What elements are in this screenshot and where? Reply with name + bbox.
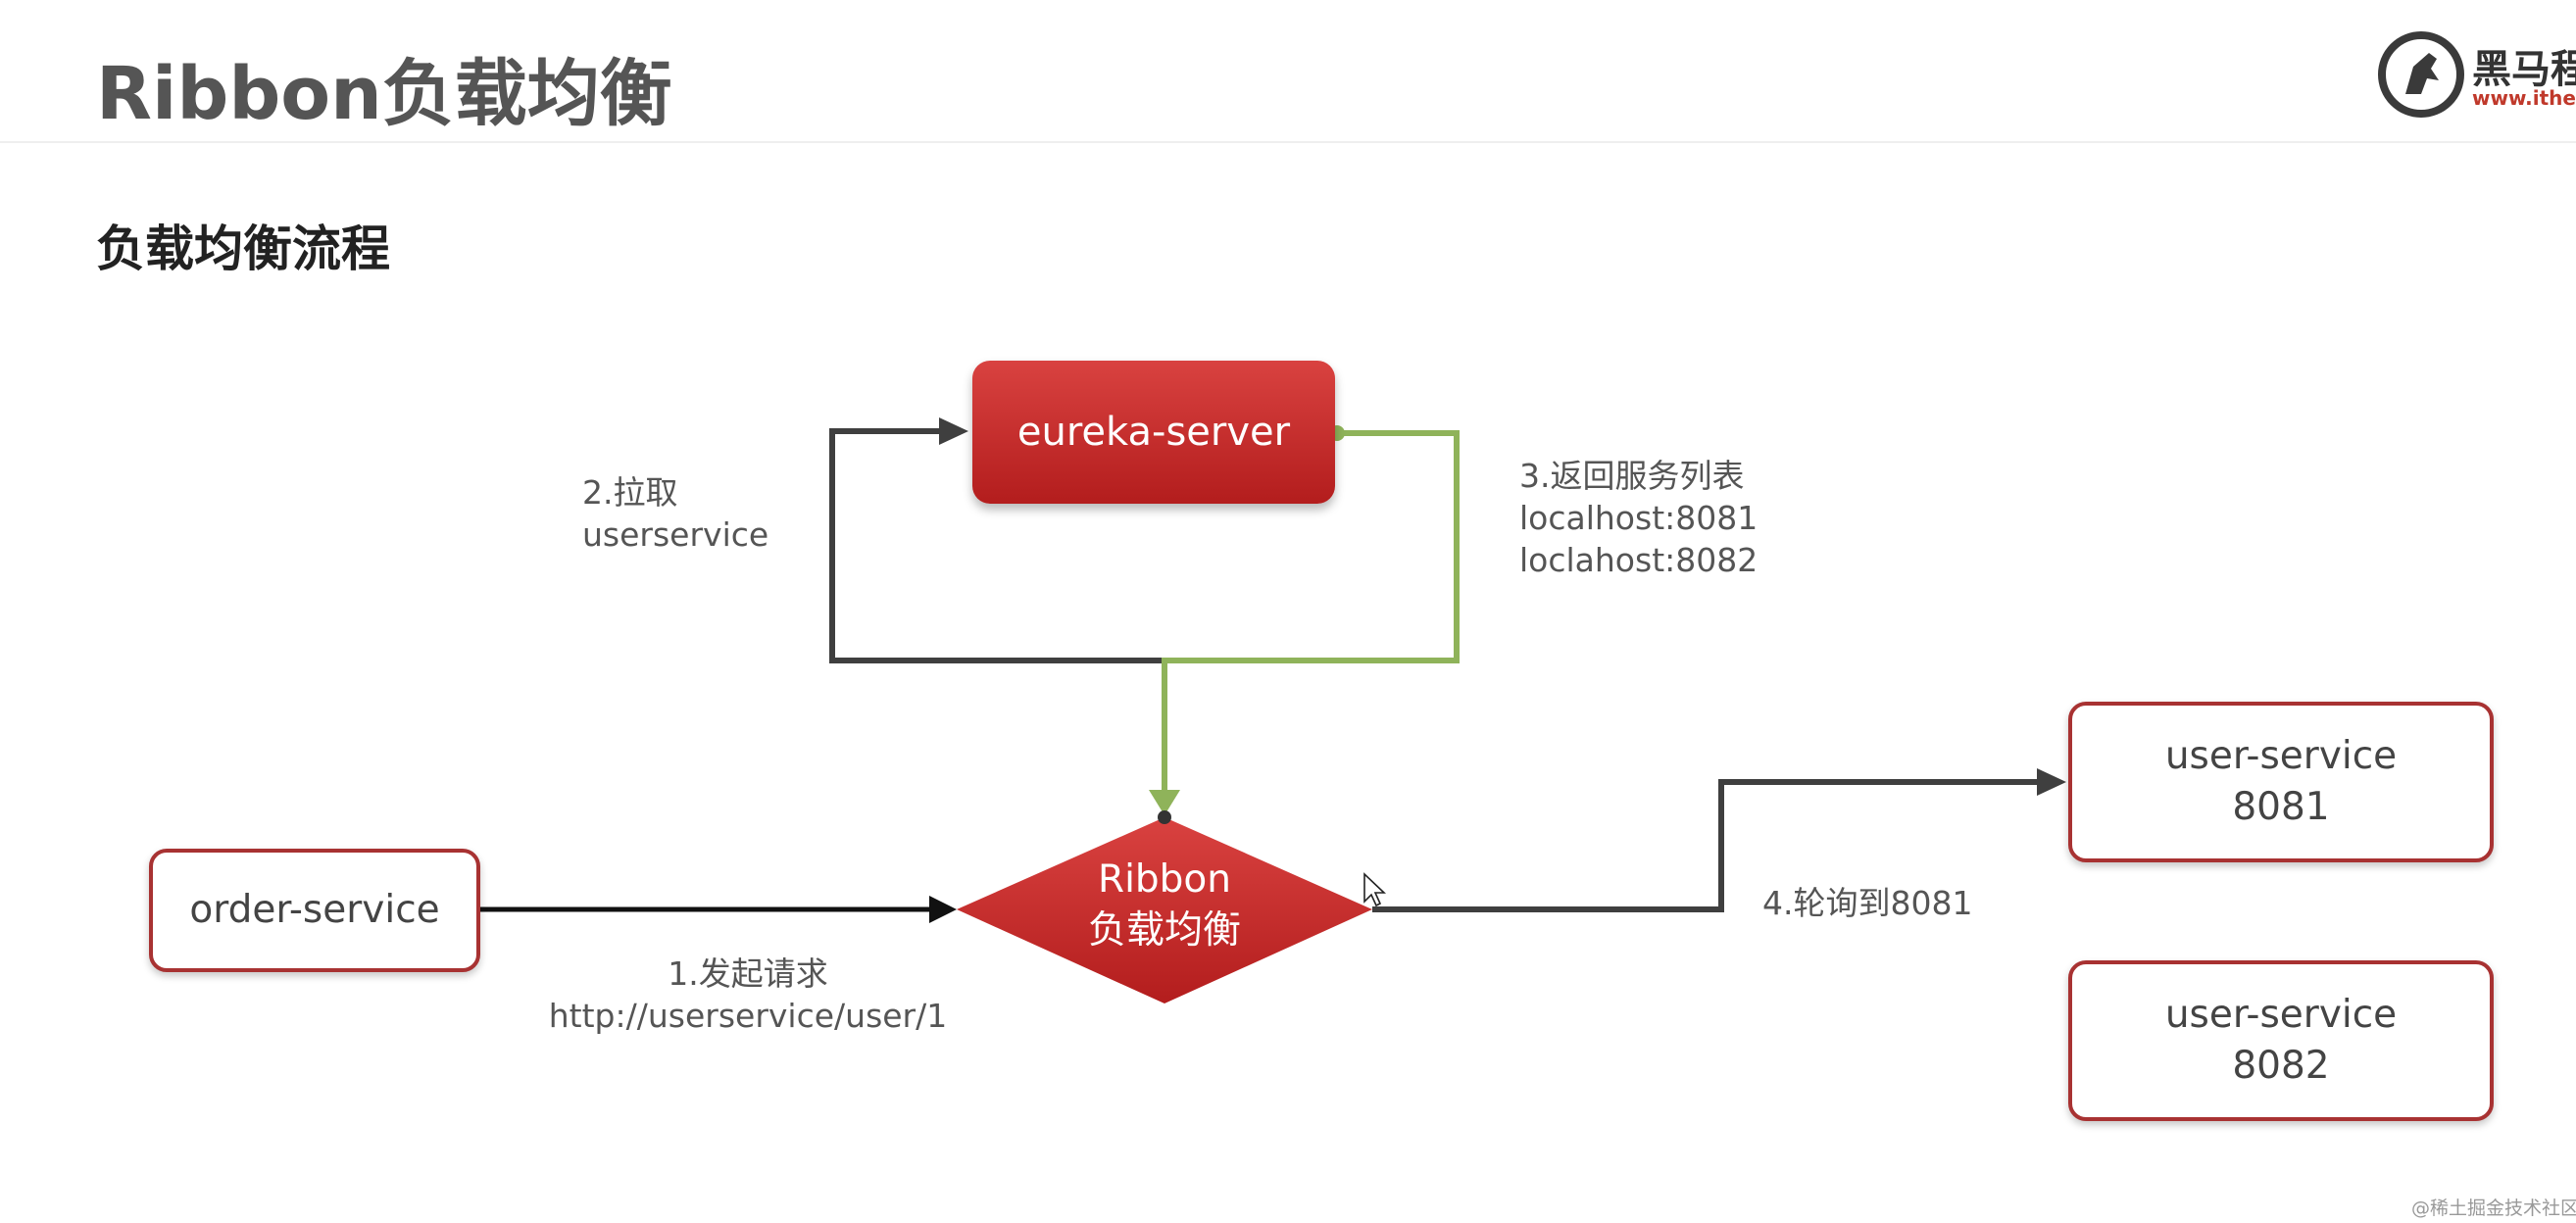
ribbon-top-dot [1158,810,1171,824]
mouse-cursor-icon [1363,872,1387,907]
step1-label: 1.发起请求 http://userservice/user/1 [510,953,986,1037]
title-divider [0,141,2576,143]
request-arrowhead [929,896,957,923]
brand-logo: 黑马程 www.itheir [2370,25,2576,123]
watermark: @稀土掘金技术社区 [2411,1198,2576,1219]
step2-label: 2.拉取 userservice [582,471,768,556]
ribbon-label-line2: 负载均衡 [1087,908,1241,953]
step1-title: 1.发起请求 [668,954,828,993]
user-service-8081-node: user-service 8081 [2068,702,2494,862]
user-service-8082-node: user-service 8082 [2068,960,2494,1121]
step3-title: 3.返回服务列表 [1519,457,1745,495]
brand-name: 黑马程 [2472,47,2576,92]
pull-arrow [829,428,1164,663]
section-heading: 负载均衡流程 [96,220,390,277]
step4-label: 4.轮询到8081 [1762,884,1973,922]
service-list-arrow [1162,430,1460,792]
order-service-label: order-service [189,888,440,932]
user-service-8081-name: user-service [2164,734,2398,778]
step2-title: 2.拉取 [582,473,678,512]
ribbon-label: Ribbon 负载均衡 [959,855,1370,956]
ribbon-diamond [957,817,1372,1003]
ribbon-label-line1: Ribbon [1097,857,1232,902]
step3-address-1: localhost:8081 [1519,499,1759,537]
order-service-node: order-service [149,849,480,972]
service-list-arrowhead [1149,790,1180,815]
brand-url: www.itheir [2472,86,2576,110]
pull-arrowhead [939,417,968,445]
user-service-8082-name: user-service [2164,993,2398,1037]
eureka-server-node: eureka-server [972,361,1335,504]
eureka-server-label: eureka-server [1016,410,1291,455]
user-service-8081-port: 8081 [2232,785,2330,829]
step1-url: http://userservice/user/1 [548,997,948,1035]
horse-logo-icon [2378,31,2464,118]
step3-address-2: loclahost:8082 [1519,541,1759,579]
step2-detail: userservice [582,515,769,554]
round-robin-arrowhead [2037,768,2066,796]
slide-title: Ribbon负载均衡 [96,52,672,136]
user-service-8082-port: 8082 [2232,1044,2330,1088]
step3-label: 3.返回服务列表 localhost:8081 loclahost:8082 [1519,455,1758,581]
round-robin-arrow [1372,779,2039,912]
